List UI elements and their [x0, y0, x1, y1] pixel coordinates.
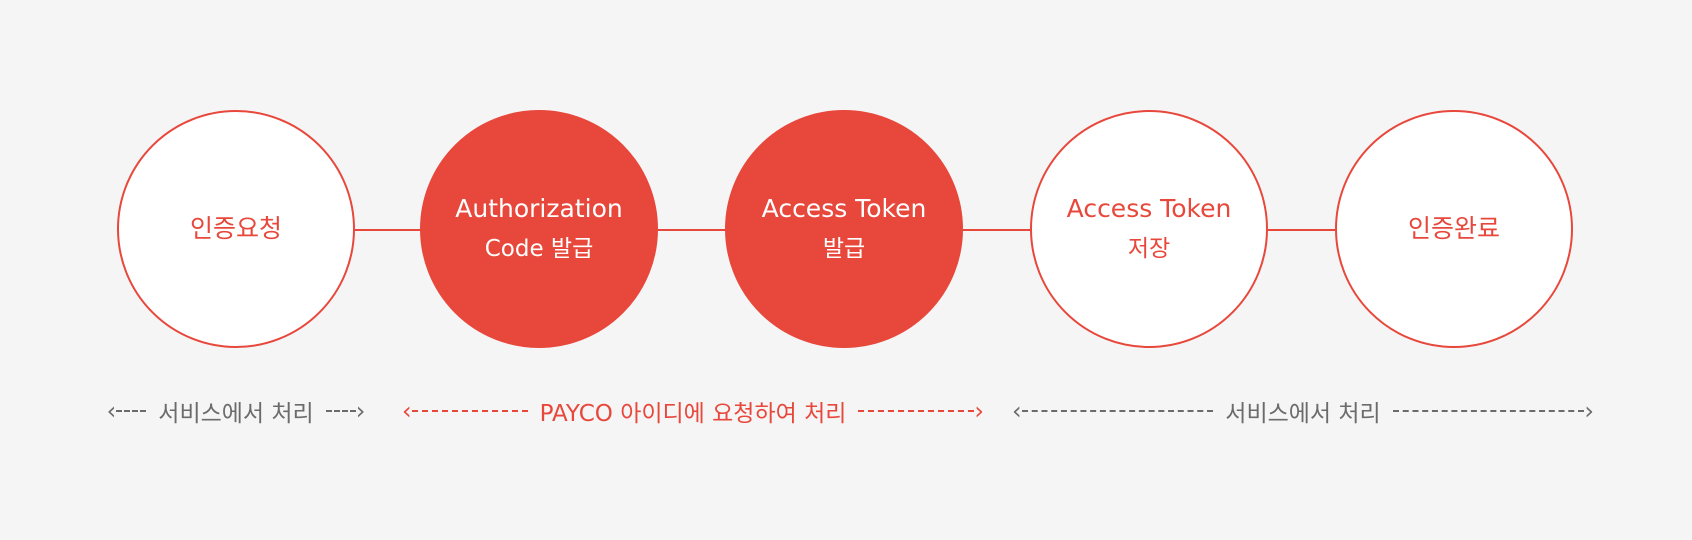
step-access-token-store: Access Token 저장 [1030, 110, 1268, 348]
dashed-line [858, 410, 975, 412]
arrow-right-icon: › [355, 397, 366, 425]
connector-2-3 [658, 229, 727, 231]
arrow-left-icon: ‹ [1012, 397, 1022, 425]
step-label-line-2: Code 발급 [484, 236, 594, 262]
arrow-left-icon: ‹ [402, 397, 412, 425]
arrow-left-icon: ‹ [106, 397, 117, 425]
dashed-line [1392, 410, 1585, 412]
range-label: PAYCO 아이디에 요청하여 처리 [539, 401, 847, 427]
step-label-line-2: 발급 [822, 236, 866, 262]
step-label-line-1: Access Token [1066, 194, 1232, 223]
dashed-line [1021, 410, 1214, 412]
connector-1-2 [355, 229, 422, 231]
step-label-line-1: Access Token [761, 194, 927, 223]
connector-3-4 [963, 229, 1032, 231]
dashed-line [116, 410, 147, 412]
step-label: 인증완료 [1407, 214, 1500, 243]
range-service-right: ‹ 서비스에서 처리 › [1012, 393, 1594, 429]
range-service-left: ‹ 서비스에서 처리 › [98, 393, 374, 429]
step-access-token-issue: Access Token 발급 [725, 110, 963, 348]
step-authorization-code: Authorization Code 발급 [420, 110, 658, 348]
dashed-line [325, 410, 356, 412]
dashed-line [411, 410, 528, 412]
range-label: 서비스에서 처리 [1225, 401, 1381, 427]
arrow-right-icon: › [974, 397, 984, 425]
range-label: 서비스에서 처리 [158, 401, 314, 427]
range-payco: ‹ PAYCO 아이디에 요청하여 처리 › [402, 393, 984, 429]
step-auth-complete: 인증완료 [1335, 110, 1573, 348]
step-label: 인증요청 [189, 214, 282, 243]
step-label-line-2: 저장 [1127, 236, 1171, 262]
step-label-line-1: Authorization [455, 194, 623, 223]
step-auth-request: 인증요청 [117, 110, 355, 348]
connector-4-5 [1268, 229, 1335, 231]
arrow-right-icon: › [1584, 397, 1594, 425]
